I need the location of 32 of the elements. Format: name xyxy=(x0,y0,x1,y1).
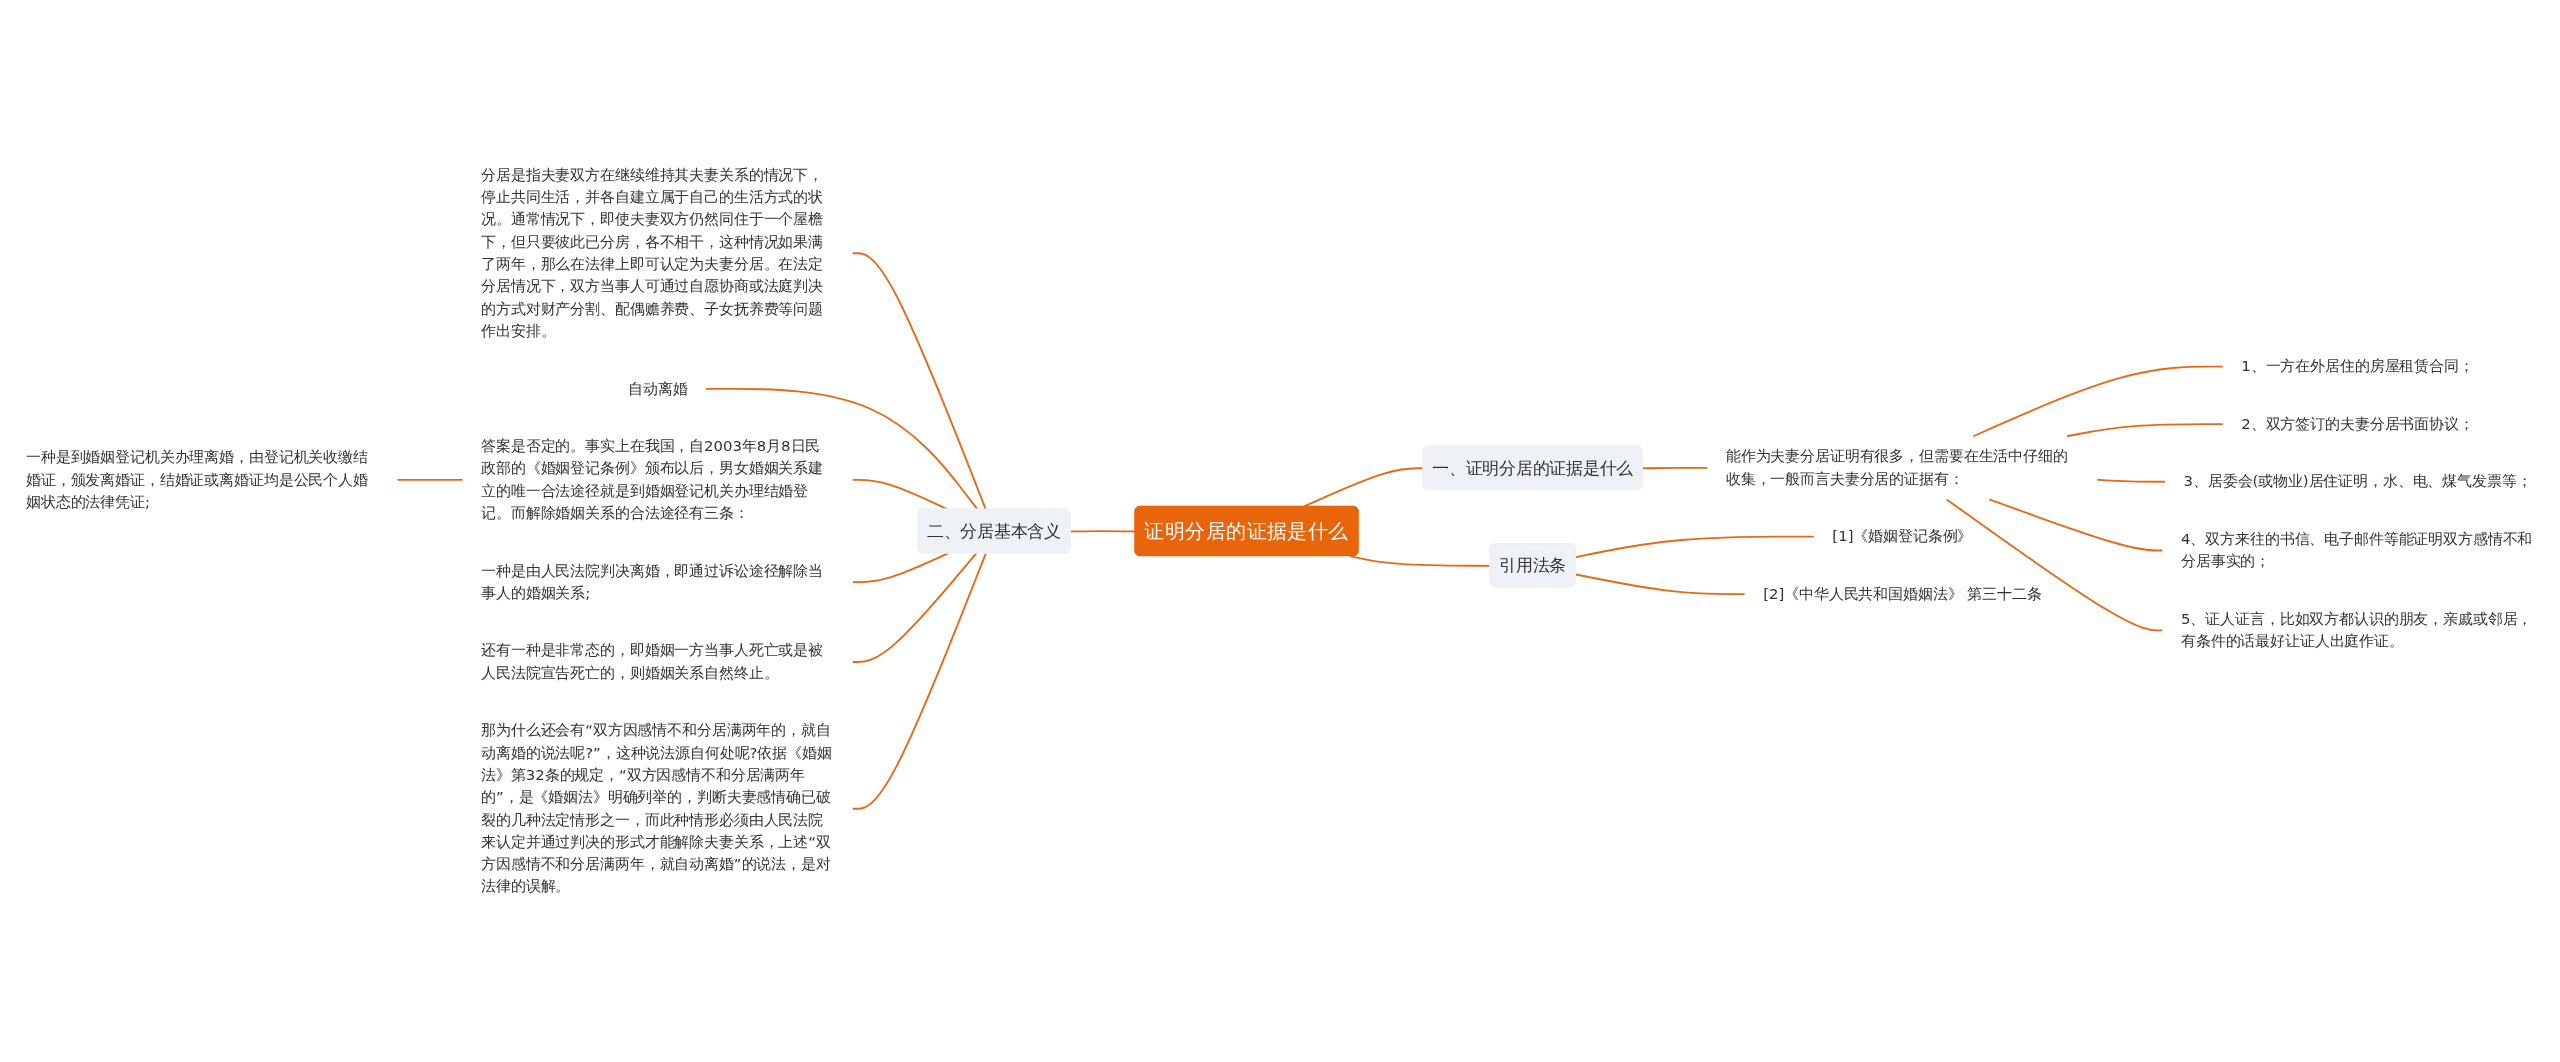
connector xyxy=(851,252,987,511)
connector xyxy=(1069,530,1137,533)
connector xyxy=(2096,478,2166,483)
connector xyxy=(851,552,949,583)
node-text: 2、双方签订的夫妻分居书面协议； xyxy=(2241,414,2474,433)
connector xyxy=(705,387,979,511)
connector xyxy=(1641,466,1709,470)
node-text: 一种是到婚姻登记机关办理离婚，由登记机关收缴结婚证，颁发离婚证，结婚证或离婚证均是公民个人婚姻状态的法律凭证; xyxy=(26,448,368,511)
connector xyxy=(1988,498,2164,552)
node-text: [2]《中华人民共和国婚姻法》 第三十二条 xyxy=(1763,584,2042,603)
connector xyxy=(851,479,949,511)
node-text: 答案是否定的。事实上在我国，自2003年8月8日民政部的《婚姻登记条例》颁布以后，男女婚姻关系建立的唯一合法途径就是到婚姻登记机关办理结婚登记。而解除婚姻关系的合法途径有三条： xyxy=(481,437,823,522)
node-text: 1、一方在外居住的房屋租赁合同； xyxy=(2241,357,2474,375)
connector xyxy=(1574,573,1746,596)
connector xyxy=(1945,498,2164,632)
connector xyxy=(1574,535,1815,559)
node-text: 5、证人证言，比如双方都认识的朋友，亲戚或邻居，有条件的话最好让证人出庭作证。 xyxy=(2181,609,2533,650)
connector xyxy=(1302,467,1425,508)
node-text: 那为什么还会有“双方因感情不和分居满两年的，就自动离婚的说法呢?”，这种说法源自何处呢?依据《婚姻法》第32条的规定，“双方因感情不和分居满两年的”，是《婚姻法》明确列举的，判断夫妻感情确已破裂的几种法定情形之一，而此种情形必须由人民法院来认定并通过判决的形式才能解除夫妻关系，上述“双方因感情不和分居满两年，就自动离婚”的说法，是对法律的误解。 xyxy=(481,721,832,896)
node-text: 一种是由人民法院判决离婚，即通过诉讼途径解除当事人的婚姻关系; xyxy=(481,561,823,602)
connector xyxy=(396,479,464,481)
connector xyxy=(851,552,987,810)
node-text: 3、居委会(或物业)居住证明，水、电、煤气发票等； xyxy=(2183,472,2532,491)
connector xyxy=(1972,365,2224,438)
node-text: 自动离婚 xyxy=(627,379,688,398)
connector xyxy=(2066,423,2224,438)
connector xyxy=(851,552,978,663)
node-text: 能作为夫妻分居证明有很多，但需要在生活中仔细的收集，一般而言夫妻分居的证据有： xyxy=(1725,447,2068,488)
node-text: 4、双方来往的书信、电子邮件等能证明双方感情不和分居事实的； xyxy=(2181,530,2533,571)
node-text: [1]《婚姻登记条例》 xyxy=(1832,527,1973,545)
node-text: 分居是指夫妻双方在继续维持其夫妻关系的情况下，停止共同生活，并各自建立属于自己的生活方式的状况。通常情况下，即使夫妻双方仍然同住于一个屋檐下，但只要彼此已分房，各不相干，这种情况如果满了两年，那么在法律上即可认定为夫妻分居。在法定分居情况下，双方当事人可通过自愿协商或法庭判决的方式对财产分割、配偶赡养费、子女抚养费等问题作出安排。 xyxy=(481,165,823,340)
node-text: 还有一种是非常态的，即婚姻一方当事人死亡或是被人民法院宣告死亡的，则婚姻关系自然终止。 xyxy=(481,641,823,682)
